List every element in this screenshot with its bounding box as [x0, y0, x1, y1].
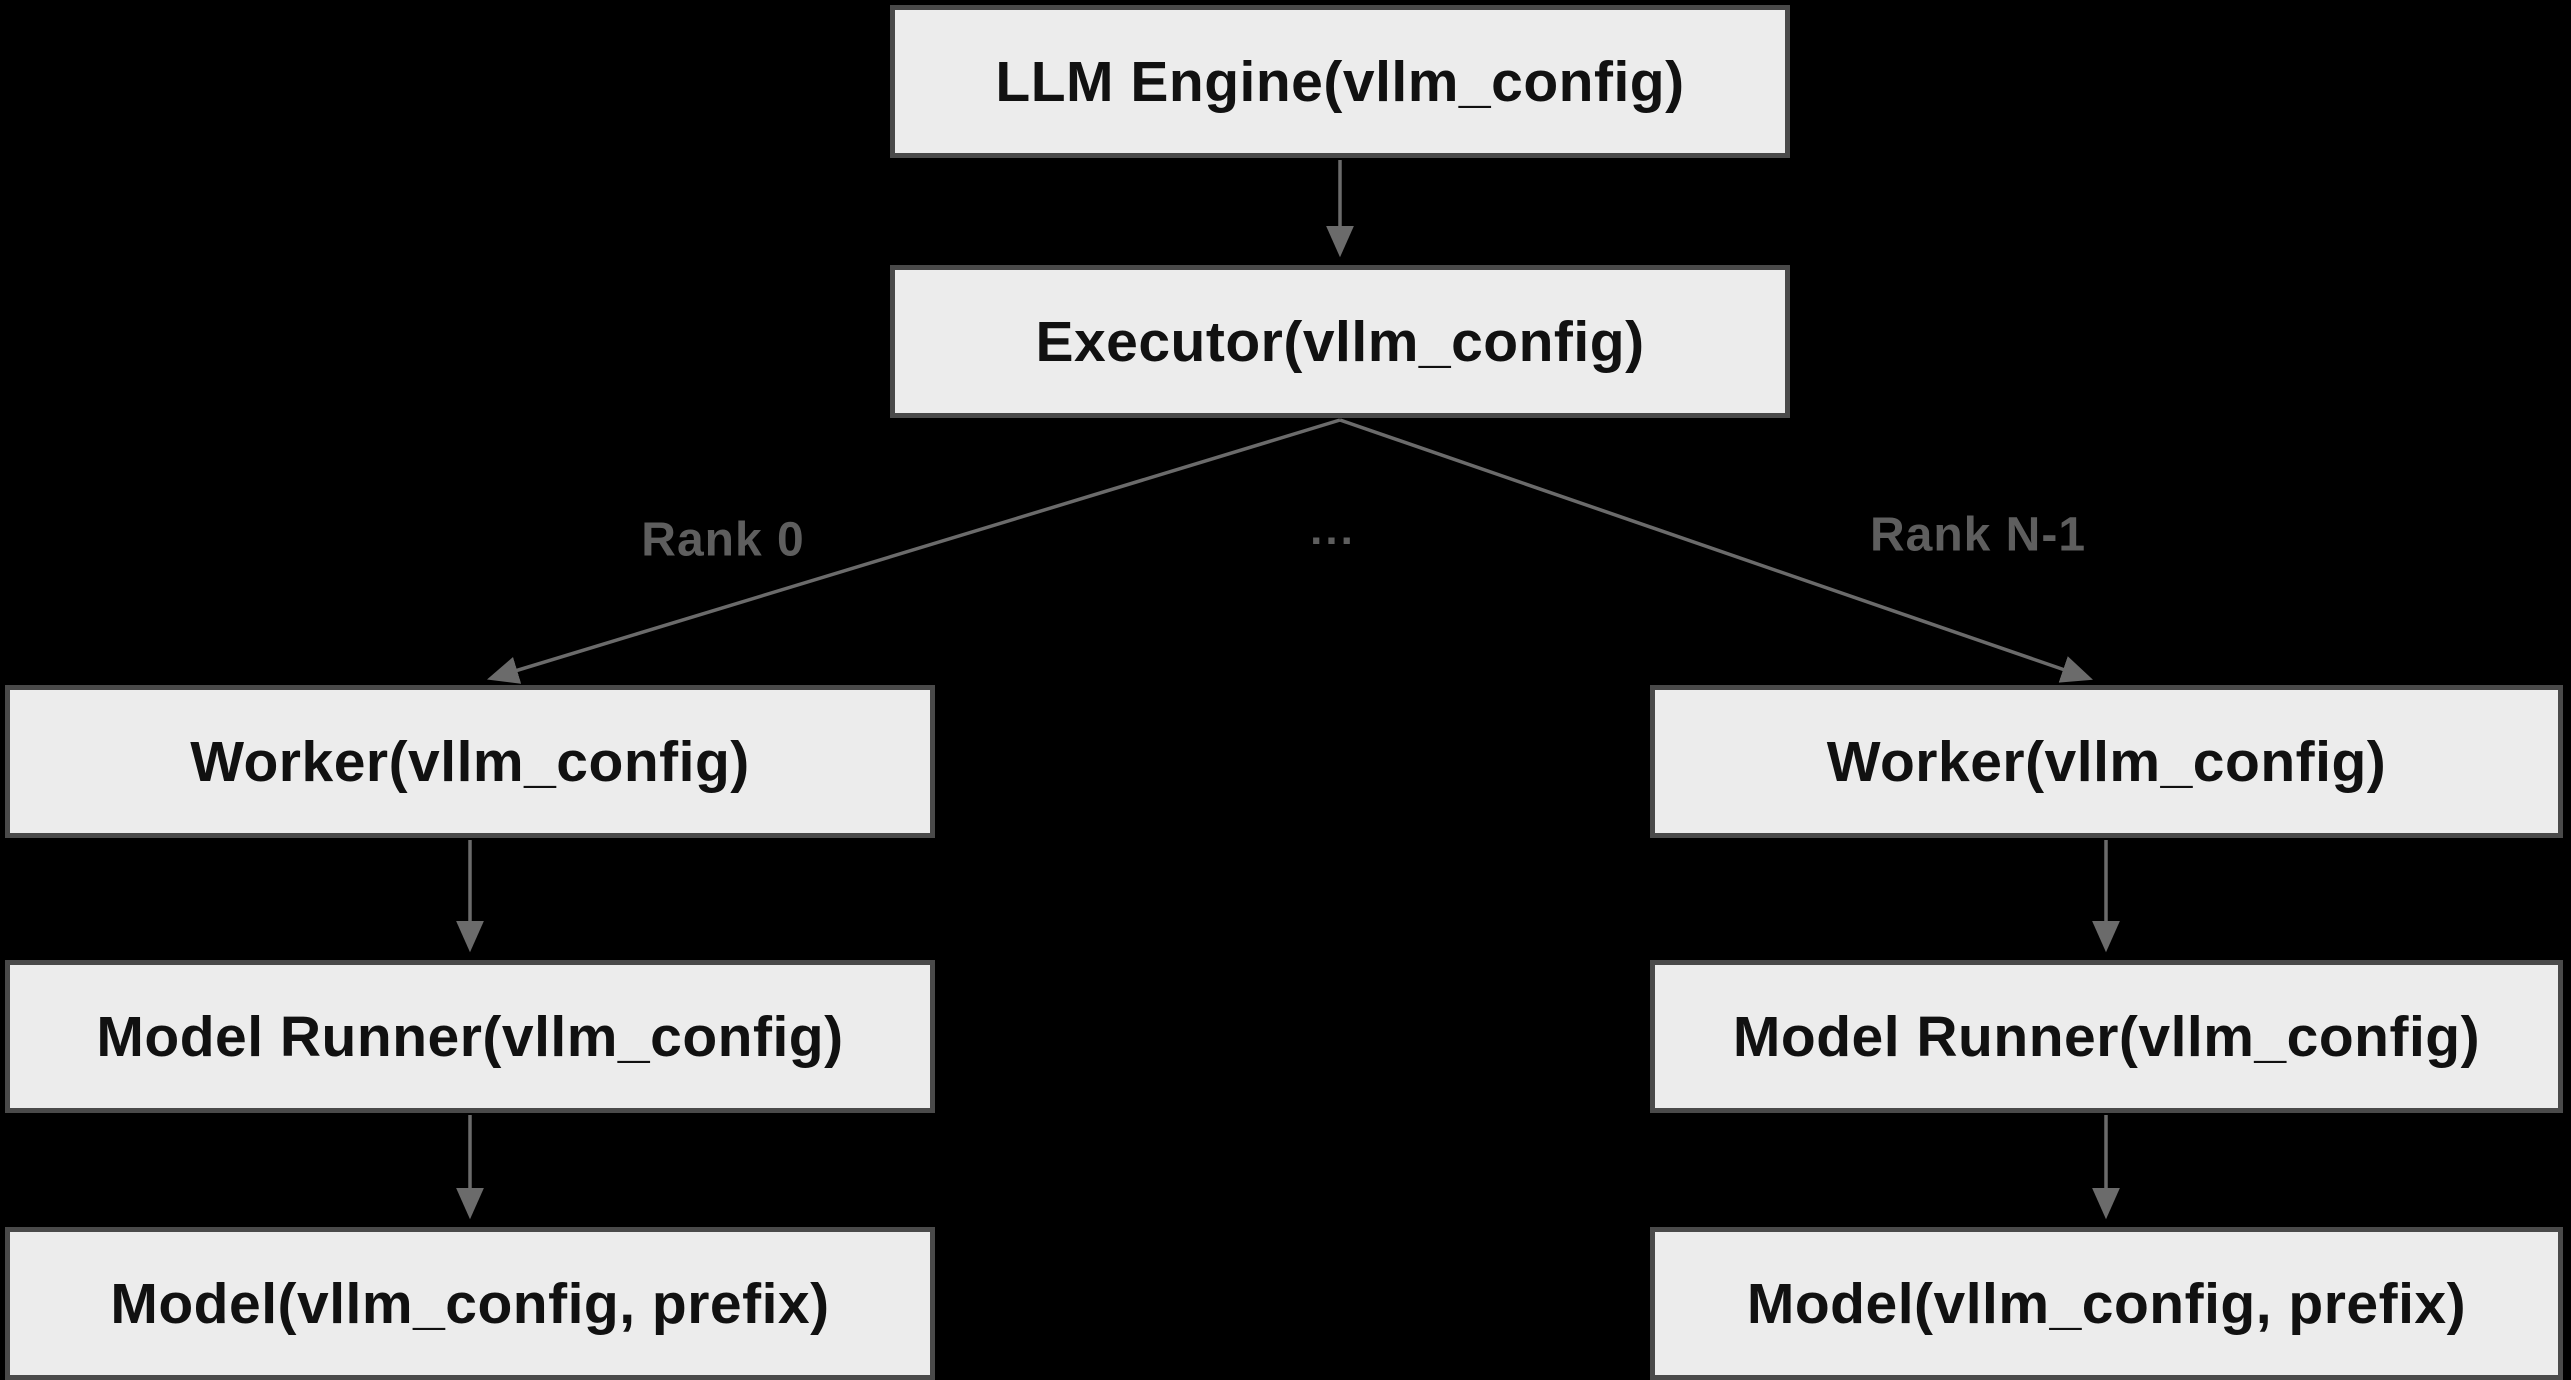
- node-model-rank0: Model(vllm_config, prefix): [5, 1227, 935, 1380]
- node-llm-engine-label: LLM Engine(vllm_config): [995, 49, 1685, 114]
- node-executor: Executor(vllm_config): [890, 265, 1790, 418]
- node-executor-label: Executor(vllm_config): [1035, 309, 1645, 374]
- edge-label-rank-0: Rank 0: [641, 513, 805, 567]
- node-model-rank-n-1-label: Model(vllm_config, prefix): [1746, 1271, 2467, 1336]
- edge-label-rank-n-1: Rank N-1: [1869, 508, 2087, 562]
- node-model-runner-rank-n-1-label: Model Runner(vllm_config): [1732, 1004, 2481, 1069]
- node-worker-rank0: Worker(vllm_config): [5, 685, 935, 838]
- node-worker-rank-n-1-label: Worker(vllm_config): [1826, 729, 2387, 794]
- edge-executor-to-worker-left: [486, 418, 1341, 684]
- node-model-rank0-label: Model(vllm_config, prefix): [110, 1271, 830, 1336]
- node-worker-rank-n-1: Worker(vllm_config): [1650, 685, 2563, 838]
- node-model-rank-n-1: Model(vllm_config, prefix): [1650, 1227, 2563, 1380]
- node-model-runner-rank-n-1: Model Runner(vllm_config): [1650, 960, 2563, 1113]
- edge-executor-to-worker-right: [1339, 418, 2093, 683]
- edge-label-ellipsis: ...: [1310, 505, 1356, 554]
- node-llm-engine: LLM Engine(vllm_config): [890, 5, 1790, 158]
- node-model-runner-rank0-label: Model Runner(vllm_config): [96, 1004, 844, 1069]
- node-model-runner-rank0: Model Runner(vllm_config): [5, 960, 935, 1113]
- node-worker-rank0-label: Worker(vllm_config): [190, 729, 750, 794]
